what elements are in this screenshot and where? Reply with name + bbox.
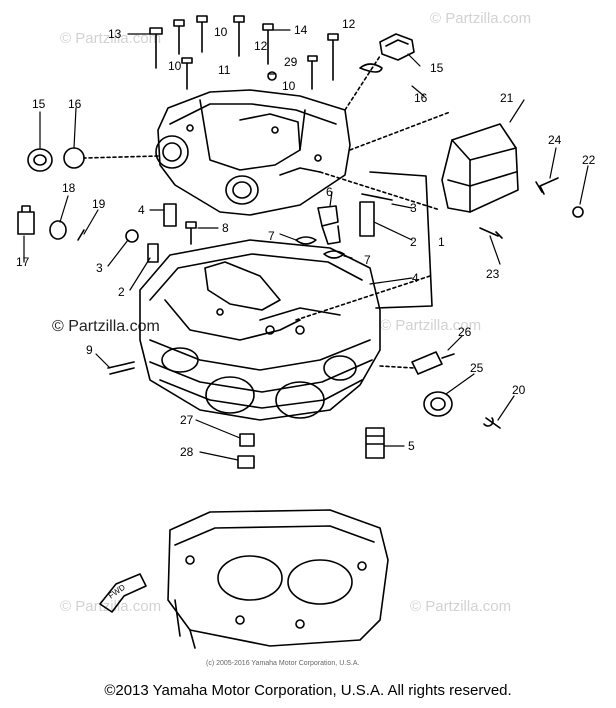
guide-5 — [365, 427, 385, 459]
watermark-dark: © Partzilla.com — [52, 318, 160, 335]
washer-7 — [295, 236, 317, 245]
bracket-line — [369, 171, 433, 309]
washer-7b — [323, 250, 345, 259]
head-bolts — [149, 15, 339, 90]
sensor-26 — [411, 351, 455, 375]
callout-17: 17 — [16, 255, 30, 269]
callout-21: 21 — [500, 91, 514, 105]
dowel-4 — [163, 203, 177, 227]
callout-18: 18 — [62, 181, 76, 195]
copyright-footer: ©2013 Yamaha Motor Corporation, U.S.A. A… — [104, 682, 512, 699]
bolt-8 — [185, 221, 197, 245]
callout-15: 15 — [430, 61, 444, 75]
cylinder-block — [167, 509, 389, 649]
callout-19: 19 — [92, 197, 106, 211]
callout-12: 12 — [342, 17, 356, 31]
callout-16: 16 — [414, 91, 428, 105]
nut-6 — [317, 205, 339, 227]
watermark: © Partzilla.com — [410, 598, 512, 615]
tappet-cap-top — [359, 33, 415, 73]
callout-10: 10 — [282, 79, 296, 93]
callout-20: 20 — [512, 383, 526, 397]
callout-13: 13 — [108, 27, 122, 41]
cam-cover — [155, 89, 351, 216]
watermark: © Partzilla.com — [380, 317, 482, 334]
callout-9: 9 — [86, 343, 93, 357]
seal-25 — [423, 391, 453, 417]
callout-8: 8 — [222, 221, 229, 235]
part-28 — [237, 455, 255, 469]
callout-15: 15 — [32, 97, 46, 111]
callout-16: 16 — [68, 97, 82, 111]
callout-3: 3 — [410, 201, 417, 215]
callout-11: 11 — [218, 63, 231, 77]
callout-4: 4 — [412, 271, 419, 285]
callout-24: 24 — [548, 133, 562, 147]
callout-7: 7 — [268, 229, 275, 243]
callout-28: 28 — [180, 445, 194, 459]
callout-10: 10 — [168, 59, 182, 73]
part-27 — [239, 433, 255, 447]
bolt-23 — [479, 227, 503, 239]
part-3 — [361, 193, 393, 201]
callout-22: 22 — [582, 153, 596, 167]
fwd-arrow — [99, 573, 147, 613]
callout-10: 10 — [214, 25, 228, 39]
cylinder-head — [139, 239, 381, 421]
breather-cover — [441, 123, 519, 213]
callout-2: 2 — [118, 285, 125, 299]
callout-3: 3 — [96, 261, 103, 275]
callout-7: 7 — [364, 253, 371, 267]
watermark: © Partzilla.com — [60, 598, 162, 615]
callout-6: 6 — [326, 185, 333, 199]
guide-2-left — [147, 243, 159, 263]
callout-2: 2 — [410, 235, 417, 249]
watermark: © Partzilla.com — [430, 10, 532, 27]
bolt-24 — [535, 177, 559, 195]
guide-2 — [359, 201, 375, 237]
inline-copyright: (c) 2005-2016 Yamaha Motor Corporation, … — [206, 660, 360, 667]
cap-22 — [572, 206, 584, 218]
stud-9 — [107, 361, 135, 375]
bolt-20 — [483, 417, 501, 429]
left-small-parts — [17, 147, 159, 241]
callout-29: 29 — [284, 55, 298, 69]
callout-12: 12 — [254, 39, 268, 53]
callout-14: 14 — [294, 23, 308, 37]
callout-4: 4 — [138, 203, 145, 217]
callout-1: 1 — [438, 235, 445, 249]
callout-23: 23 — [486, 267, 500, 281]
callout-25: 25 — [470, 361, 484, 375]
nut-6b — [321, 225, 341, 245]
callout-26: 26 — [458, 325, 472, 339]
seal-3 — [125, 229, 139, 243]
callout-27: 27 — [180, 413, 194, 427]
callout-5: 5 — [408, 439, 415, 453]
